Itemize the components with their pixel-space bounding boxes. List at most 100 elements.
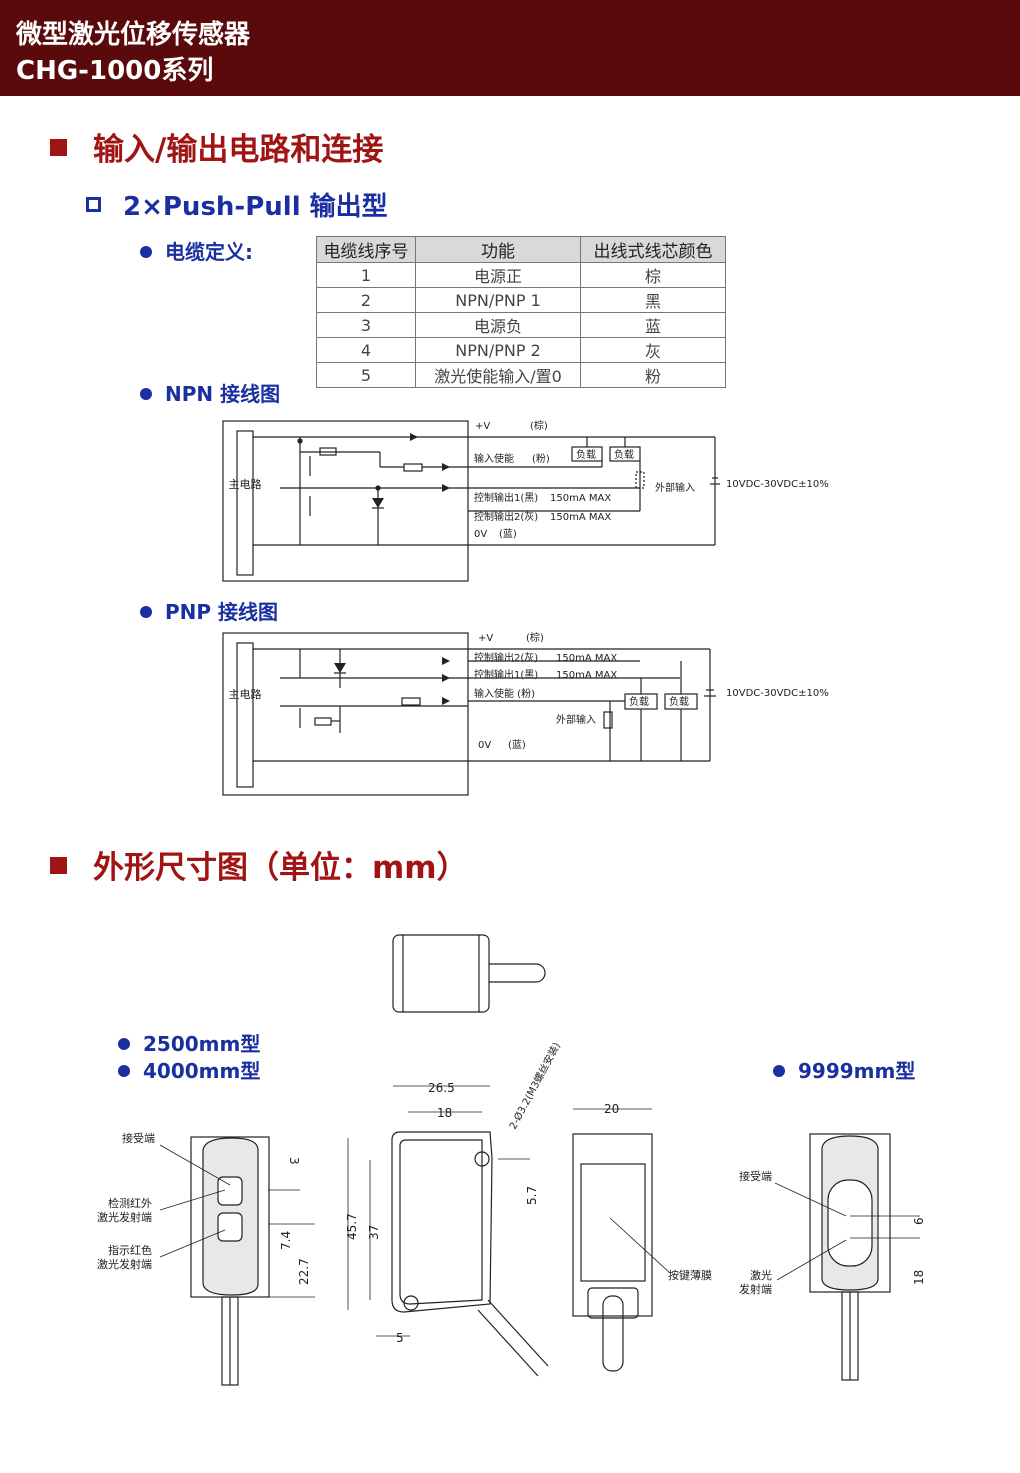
enable-label: 输入使能 (粉) xyxy=(474,687,535,700)
vplus-label: +V xyxy=(478,633,493,644)
col-header: 电缆线序号 xyxy=(316,236,416,263)
detect-label-1: 检测红外 xyxy=(108,1196,152,1210)
type-9999-label: 9999mm型 xyxy=(773,1055,915,1084)
max1-label: 150mA MAX xyxy=(556,670,617,681)
table-cell: 激光使能输入/置0 xyxy=(415,362,581,388)
table-cell: 3 xyxy=(316,312,416,338)
bullet-icon xyxy=(140,246,152,258)
table-row: 1 电源正 棕 xyxy=(316,262,726,288)
dimension-drawings: 接受端 检测红外 激光发射端 指示红色 激光发射端 3 7.4 22.7 26.… xyxy=(97,934,926,1386)
cable-table: 电缆线序号 功能 出线式线芯颜色 1 电源正 棕 2 NPN/PNP 1 黑 3… xyxy=(316,236,726,388)
type-2500-text: 2500mm型 xyxy=(143,1032,261,1056)
dim-5-7: 5.7 xyxy=(525,1186,539,1205)
section-title-dimensions-text: 外形尺寸图（单位：mm） xyxy=(93,850,468,886)
membrane-label: 按键薄膜 xyxy=(668,1268,712,1282)
col-header: 功能 xyxy=(415,236,581,263)
brown-label: (棕) xyxy=(530,419,548,432)
cable-definition-text: 电缆定义: xyxy=(165,240,253,264)
main-circuit-label: 主电路 xyxy=(229,478,262,491)
table-row: 2 NPN/PNP 1 黑 xyxy=(316,287,726,313)
receiver-label: 接受端 xyxy=(122,1132,155,1145)
main-circuit-label: 主电路 xyxy=(229,688,262,701)
indicator-label-2: 激光发射端 xyxy=(97,1257,152,1271)
type-4000-text: 4000mm型 xyxy=(143,1059,261,1083)
dim-20: 20 xyxy=(604,1102,619,1116)
table-cell: 蓝 xyxy=(580,312,726,338)
table-cell: 黑 xyxy=(580,287,726,313)
dim-6: 6 xyxy=(912,1217,926,1225)
bullet-icon xyxy=(773,1065,785,1077)
type-4000-label: 4000mm型 xyxy=(118,1055,260,1084)
out1-label: 控制输出1(黑) xyxy=(474,491,538,504)
zero-label: 0V xyxy=(474,529,487,540)
sensor-back-view xyxy=(572,1133,653,1372)
dim-18: 18 xyxy=(437,1106,452,1120)
table-cell: NPN/PNP 2 xyxy=(415,337,581,363)
dim-26-5: 26.5 xyxy=(428,1081,455,1095)
supply-label: 10VDC-30VDC±10% xyxy=(726,479,829,490)
square-bullet-icon xyxy=(50,139,67,156)
out2-label: 控制输出2(灰) xyxy=(474,651,538,664)
table-cell: 棕 xyxy=(580,262,726,288)
load-label: 负载 xyxy=(669,695,689,708)
dim-3: 3 xyxy=(287,1157,301,1165)
hole-label: 2-Ø3.2(M3螺丝安装) xyxy=(506,1040,563,1131)
pink-label: (粉) xyxy=(532,452,550,465)
pnp-label-text: PNP 接线图 xyxy=(165,600,279,624)
table-cell: 电源负 xyxy=(415,312,581,338)
pnp-label: PNP 接线图 xyxy=(140,596,278,625)
dim-7-4: 7.4 xyxy=(279,1231,293,1250)
out1-label: 控制输出1(黑) xyxy=(474,668,538,681)
header-title: 微型激光位移传感器 xyxy=(16,20,251,50)
pnp-wiring-diagram: 主电路 +V (棕) 控制输出2(灰) 150mA MAX 控制输出1(黑) 1… xyxy=(222,631,829,796)
bullet-icon xyxy=(118,1038,130,1050)
dim-r18: 18 xyxy=(912,1270,926,1285)
table-row: 3 电源负 蓝 xyxy=(316,312,726,338)
bullet-icon xyxy=(118,1065,130,1077)
cable-definition-label: 电缆定义: xyxy=(140,236,253,265)
table-cell: NPN/PNP 1 xyxy=(415,287,581,313)
subsection-title: 2×Push-Pull 输出型 xyxy=(86,186,388,223)
table-cell: 1 xyxy=(316,262,416,288)
dim-45-7: 45.7 xyxy=(345,1213,359,1240)
zero-label: 0V xyxy=(478,740,491,751)
brown-label: (棕) xyxy=(526,631,544,644)
subsection-title-text: 2×Push-Pull 输出型 xyxy=(123,192,388,222)
table-cell: 5 xyxy=(316,362,416,388)
npn-label-text: NPN 接线图 xyxy=(165,382,281,406)
blue-label: (蓝) xyxy=(499,528,517,540)
max1-label: 150mA MAX xyxy=(550,493,611,504)
table-cell: 灰 xyxy=(580,337,726,363)
bullet-icon xyxy=(140,388,152,400)
r-laser-label-2: 发射端 xyxy=(739,1282,772,1296)
vplus-label: +V xyxy=(475,421,490,432)
out2-label: 控制输出2(灰) xyxy=(474,510,538,523)
table-header-row: 电缆线序号 功能 出线式线芯颜色 xyxy=(316,236,726,263)
page-header: 微型激光位移传感器 CHG-1000系列 xyxy=(0,0,1020,96)
max2-label: 150mA MAX xyxy=(556,653,617,664)
sensor-front-view-left xyxy=(190,1136,270,1386)
sensor-side-view xyxy=(391,1131,549,1377)
r-receiver-label: 接受端 xyxy=(739,1170,772,1183)
supply-label: 10VDC-30VDC±10% xyxy=(726,688,829,699)
sensor-front-view-9999 xyxy=(809,1133,891,1381)
type-2500-label: 2500mm型 xyxy=(118,1028,260,1057)
table-row: 4 NPN/PNP 2 灰 xyxy=(316,337,726,363)
dim-22-7: 22.7 xyxy=(297,1258,311,1285)
sensor-top-view xyxy=(392,934,490,1013)
table-cell: 4 xyxy=(316,337,416,363)
bullet-icon xyxy=(140,606,152,618)
dim-5: 5 xyxy=(396,1331,404,1345)
dim-37: 37 xyxy=(367,1225,381,1240)
npn-wiring-diagram: 主电路 +V (棕) 输入使能 (粉) 控制输出1(黑) 150mA MAX 控… xyxy=(222,419,829,582)
type-9999-text: 9999mm型 xyxy=(798,1059,916,1083)
table-row: 5 激光使能输入/置0 粉 xyxy=(316,362,726,388)
table-cell: 粉 xyxy=(580,362,726,388)
header-model: CHG-1000系列 xyxy=(16,56,214,86)
npn-label: NPN 接线图 xyxy=(140,378,280,407)
r-laser-label-1: 激光 xyxy=(750,1268,772,1282)
col-header: 出线式线芯颜色 xyxy=(580,236,726,263)
ext-input-label: 外部输入 xyxy=(556,713,596,726)
load-label: 负载 xyxy=(614,448,634,461)
table-cell: 2 xyxy=(316,287,416,313)
